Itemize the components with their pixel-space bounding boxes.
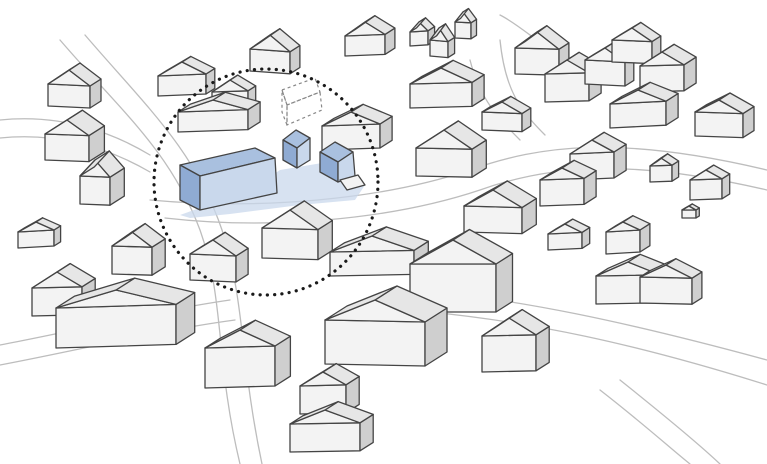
sketched-house: [482, 96, 531, 131]
sketched-house: [158, 56, 215, 96]
sketched-house: [18, 218, 61, 248]
sketched-house: [345, 16, 395, 56]
sketched-house: [682, 204, 699, 218]
sketched-house: [464, 181, 536, 234]
sketched-house: [650, 154, 679, 182]
sketched-house: [205, 320, 290, 388]
building-group: [18, 9, 754, 453]
sketched-house: [48, 63, 101, 108]
sketched-house: [262, 201, 332, 260]
sketched-house: [45, 110, 104, 161]
sketched-house: [250, 29, 300, 74]
sketched-house: [548, 219, 590, 250]
sketched-house: [190, 232, 248, 282]
ghost-building-outline: [282, 78, 322, 125]
highlighted-new-building-small-a: [283, 130, 310, 168]
sketched-house: [416, 121, 486, 177]
sketched-house: [455, 9, 477, 39]
sketched-house: [540, 160, 596, 206]
sketched-house: [610, 82, 678, 128]
sketched-house: [690, 165, 730, 200]
sketched-house: [606, 216, 650, 254]
sketched-house: [112, 224, 165, 276]
sketched-house: [695, 93, 754, 138]
sketched-house: [410, 60, 484, 108]
